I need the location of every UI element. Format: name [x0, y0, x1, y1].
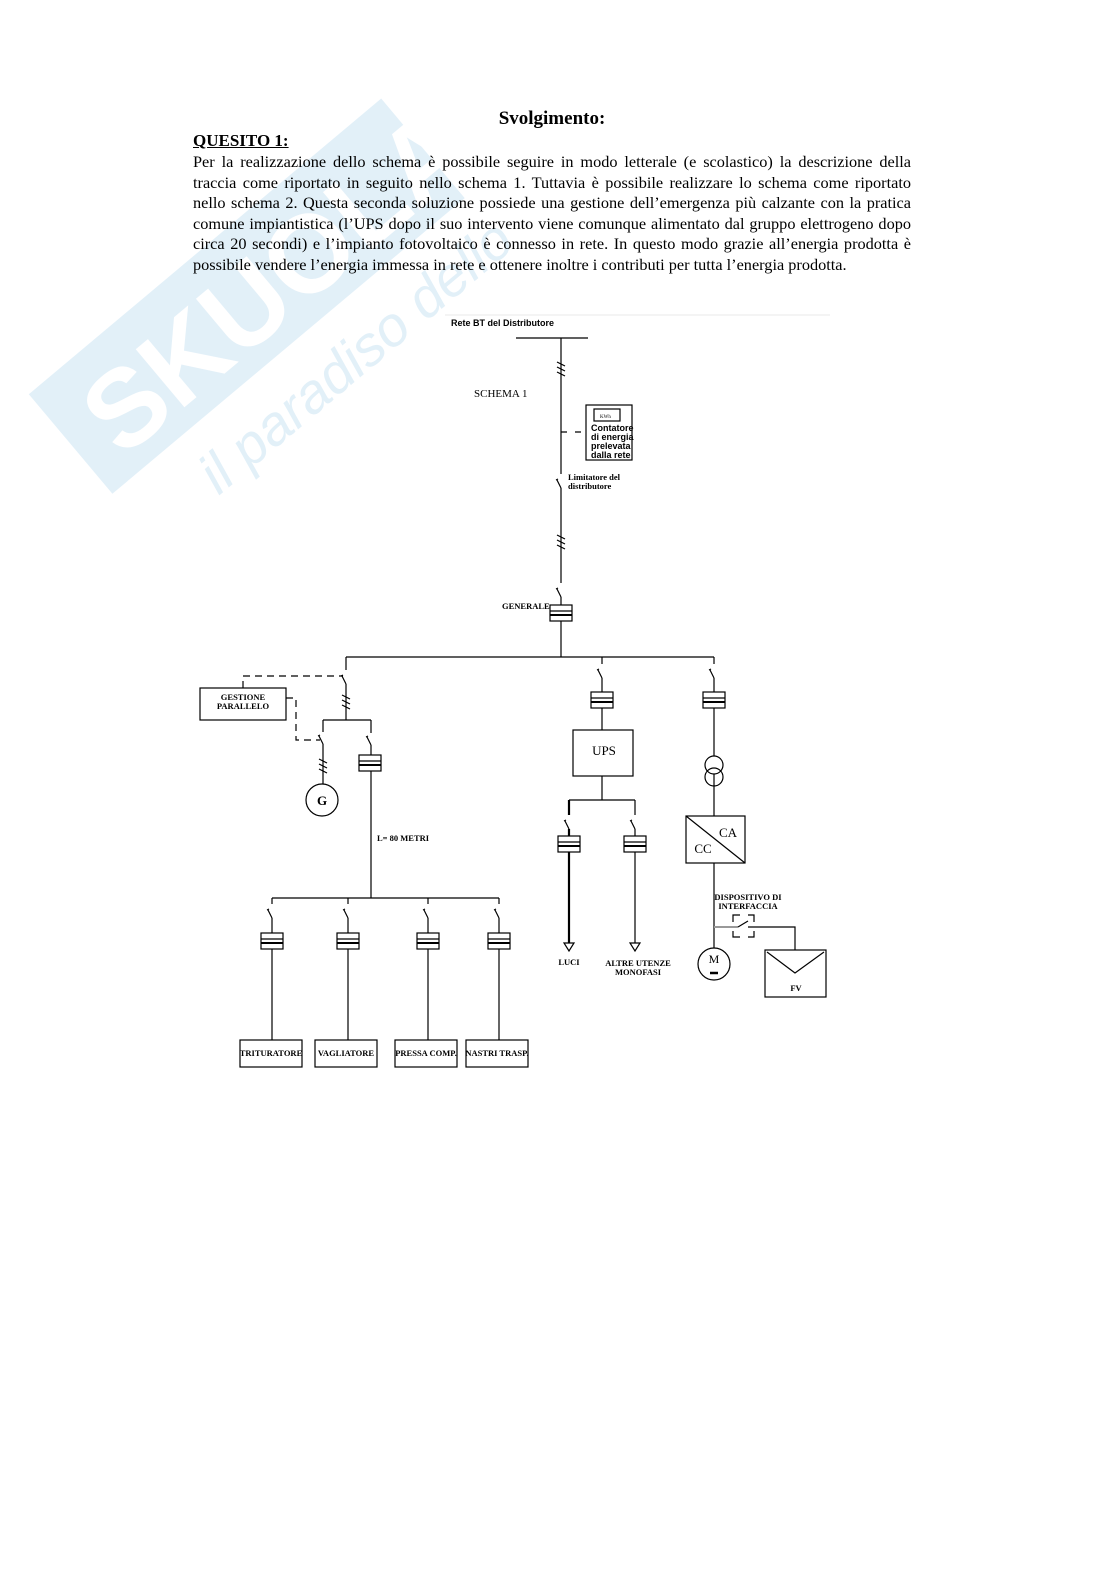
- svg-text:KWh: KWh: [600, 415, 611, 420]
- motor-meter-icon: [697, 947, 731, 981]
- cable-length-label: L= 80 METRI: [377, 833, 430, 843]
- schema-label: SCHEMA 1: [474, 388, 528, 400]
- lights-label: LUCI: [558, 957, 580, 967]
- svg-text:FV: FV: [790, 983, 802, 993]
- svg-text:GESTIONE: GESTIONE: [221, 692, 266, 702]
- svg-text:NASTRI TRASP.: NASTRI TRASP.: [465, 1048, 528, 1058]
- body-paragraph: Per la realizzazione dello schema è poss…: [193, 152, 911, 274]
- svg-text:prelevata: prelevata: [591, 441, 632, 451]
- svg-text:MONOFASI: MONOFASI: [615, 967, 662, 977]
- svg-text:CC: CC: [694, 841, 711, 856]
- svg-text:PRESSA COMP.: PRESSA COMP.: [395, 1048, 457, 1058]
- svg-text:G: G: [317, 793, 327, 808]
- svg-text:INTERFACCIA: INTERFACCIA: [718, 901, 778, 911]
- svg-text:PARALLELO: PARALLELO: [217, 701, 270, 711]
- main-breaker-label: GENERALE: [502, 601, 550, 611]
- svg-text:UPS: UPS: [592, 743, 616, 758]
- limiter-label: Limitatore del: [568, 472, 621, 482]
- three-phase-icon: [556, 361, 566, 377]
- main-breaker: [549, 604, 573, 622]
- svg-text:TRITURATORE: TRITURATORE: [240, 1048, 303, 1058]
- svg-text:dalla rete: dalla rete: [591, 450, 631, 460]
- ups-box: [572, 729, 634, 777]
- load-branch-2: PRESSA COMP.: [394, 898, 458, 1068]
- svg-text:M: M: [709, 952, 720, 966]
- svg-text:ALTRE UTENZE: ALTRE UTENZE: [605, 958, 671, 968]
- page-heading: Svolgimento:: [498, 108, 606, 129]
- svg-text:Contatore: Contatore: [591, 423, 634, 433]
- load-branch-0: TRITURATORE: [239, 898, 303, 1068]
- interface-device-label: DISPOSITIVO DI: [714, 892, 782, 902]
- generator-icon: [305, 783, 339, 817]
- grid-label: Rete BT del Distributore: [451, 318, 554, 328]
- svg-text:di energia: di energia: [591, 432, 635, 442]
- load-branch-1: VAGLIATORE: [314, 898, 378, 1068]
- section-title: QUESITO 1:: [193, 131, 289, 150]
- energy-meter: KWh Contatore di energia prelevata dalla…: [585, 404, 635, 461]
- svg-text:distributore: distributore: [568, 481, 612, 491]
- interface-switch: [714, 914, 796, 950]
- svg-text:VAGLIATORE: VAGLIATORE: [318, 1048, 375, 1058]
- load-branch-3: NASTRI TRASP.: [465, 898, 529, 1068]
- svg-text:CA: CA: [719, 825, 738, 840]
